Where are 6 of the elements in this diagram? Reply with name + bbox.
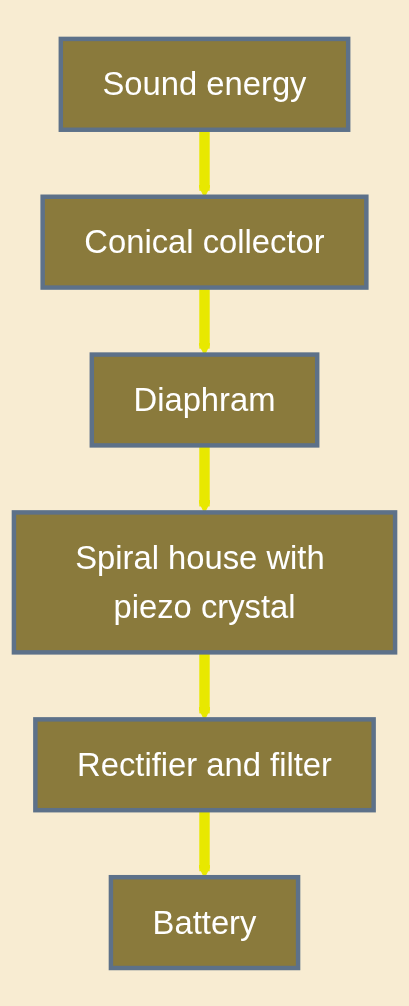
node-box: Battery <box>108 874 301 970</box>
node-box: Spiral house with piezo crystal <box>11 509 398 655</box>
node-box: Sound energy <box>58 36 351 132</box>
node-box: Diaphram <box>89 351 320 448</box>
node-box: Conical collector <box>40 194 369 290</box>
node-box: Rectifier and filter <box>33 716 376 812</box>
